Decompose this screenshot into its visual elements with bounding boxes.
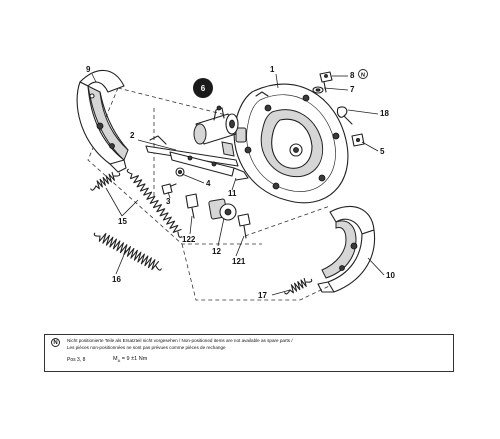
bolt-part-8 — [319, 71, 333, 93]
adjuster-wheel-part-12 — [208, 198, 237, 221]
clip-part-5 — [351, 133, 365, 147]
callout-121: 121 — [232, 257, 246, 266]
callout-3: 3 — [166, 197, 171, 206]
svg-text:15: 15 — [118, 217, 127, 226]
callout-11: 11 — [228, 189, 237, 198]
washer-part-4 — [175, 167, 185, 177]
note-marker-icon: N — [51, 338, 60, 347]
callout-10: 10 — [386, 271, 395, 280]
footnote-position-label: Pos 3, 8 — [67, 357, 86, 363]
callout-7: 7 — [350, 85, 355, 94]
leader-lines — [91, 73, 385, 296]
footnote-torque-spec: MA = 9 ±1 Nm — [113, 356, 148, 364]
footnote-line-1: Nicht positionierte Teile als Ersatzteil… — [67, 338, 293, 343]
svg-text:N: N — [361, 72, 365, 78]
spring-part-15-right — [126, 168, 183, 238]
footnote-line-2: Les pièces non-positionnées ne sont pas … — [67, 345, 226, 350]
callout-9: 9 — [86, 65, 91, 74]
callout-17: 17 — [258, 291, 267, 300]
svg-text:12: 12 — [212, 247, 221, 256]
callout-18: 18 — [380, 109, 389, 118]
backing-plate — [233, 83, 349, 204]
svg-text:16: 16 — [112, 275, 121, 284]
brake-shoe-upper — [76, 69, 129, 173]
svg-text:10: 10 — [386, 271, 395, 280]
washer-part-7 — [312, 86, 324, 94]
pin-part-3 — [161, 183, 177, 195]
callout-8: 8 — [350, 71, 355, 80]
svg-text:17: 17 — [258, 291, 267, 300]
svg-text:6: 6 — [201, 84, 206, 93]
brake-shoe-lower — [317, 205, 376, 293]
svg-text:5: 5 — [380, 147, 385, 156]
callout-1: 1 — [270, 65, 275, 74]
screw-part-122 — [185, 193, 199, 219]
callout-4: 4 — [206, 179, 211, 188]
spring-part-15-left — [90, 171, 121, 191]
svg-text:18: 18 — [380, 109, 389, 118]
footnote-box: N Nicht positionierte Teile als Ersatzte… — [44, 334, 454, 372]
svg-text:3: 3 — [166, 197, 171, 206]
screw-part-121 — [237, 213, 251, 239]
clip-part-18 — [336, 106, 353, 125]
callout-15: 15 — [118, 217, 127, 226]
svg-text:1: 1 — [270, 65, 275, 74]
svg-text:2: 2 — [130, 131, 135, 140]
callout-16: 16 — [112, 275, 121, 284]
wheel-cylinder — [193, 105, 239, 145]
callout-6-badge: 6 — [193, 78, 213, 98]
callout-2: 2 — [130, 131, 135, 140]
spring-part-16 — [93, 232, 162, 271]
callout-12: 12 — [212, 247, 221, 256]
svg-text:4: 4 — [206, 179, 211, 188]
callout-122: 122 — [182, 235, 196, 244]
adjuster-strut — [145, 135, 249, 181]
svg-text:7: 7 — [350, 85, 355, 94]
spring-part-17 — [284, 277, 313, 295]
note-marker-icon: N — [358, 69, 368, 79]
callout-5: 5 — [380, 147, 385, 156]
svg-text:122: 122 — [182, 235, 196, 244]
svg-text:9: 9 — [86, 65, 91, 74]
svg-text:121: 121 — [232, 257, 246, 266]
svg-text:8: 8 — [350, 71, 355, 80]
svg-text:11: 11 — [228, 189, 237, 198]
